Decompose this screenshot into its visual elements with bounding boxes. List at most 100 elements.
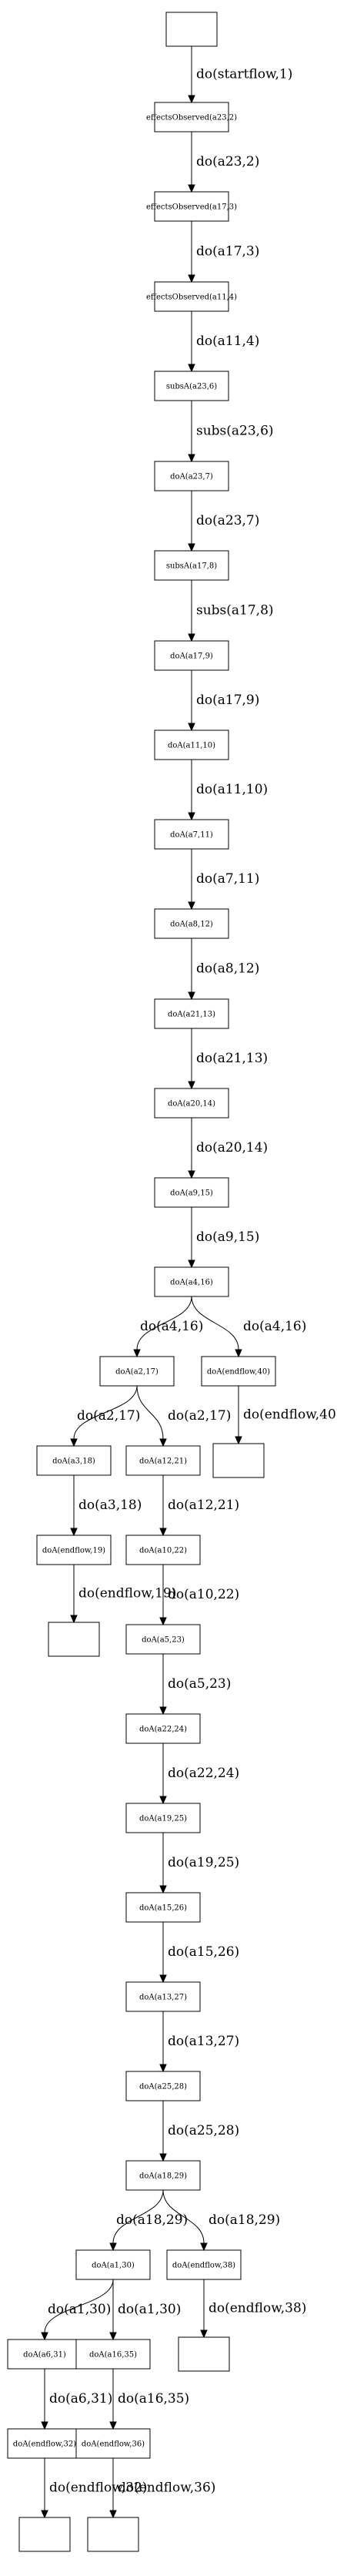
state-node: doA(endflow,38) [166, 2249, 242, 2280]
transition-edge: subs(a17,8) [188, 580, 274, 642]
edge-line [73, 1385, 138, 1440]
arrowhead [159, 2153, 167, 2162]
arrowhead [188, 543, 195, 552]
transition-edge: do(a23,7) [188, 491, 259, 552]
transition-edge: do(endflow,36) [109, 2458, 215, 2519]
node-label: doA(a18,29) [139, 2172, 187, 2181]
arrowhead [109, 2510, 117, 2519]
state-node: doA(a22,24) [125, 1713, 201, 1744]
arrowhead [188, 812, 195, 821]
node-box [75, 2249, 151, 2280]
terminal-node [165, 12, 218, 47]
transition-edge: do(a3,18) [70, 1475, 142, 1537]
state-node: effectsObserved(a11,4) [146, 281, 237, 312]
arrowhead [200, 2242, 208, 2252]
state-node: doA(a7,11) [154, 819, 229, 850]
state-node: doA(a23,7) [154, 461, 229, 491]
state-node: doA(a25,28) [125, 2071, 201, 2101]
transition-edge: do(a8,12) [188, 938, 259, 1001]
node-box [75, 2339, 151, 2370]
edge-label: do(endflow,40) [243, 1407, 337, 1423]
arrowhead [159, 1974, 167, 1984]
edge-label: do(a13,27) [168, 2034, 239, 2049]
edge-line [44, 2279, 114, 2333]
state-node: doA(a9,15) [154, 1177, 229, 1208]
edge-line [136, 1296, 192, 1350]
node-box [154, 191, 229, 222]
edges-layer: do(startflow,1)do(a23,2)do(a17,3)do(a11,… [41, 46, 337, 2519]
node-box [87, 2517, 139, 2552]
node-box [125, 1803, 201, 1833]
arrowhead [159, 1438, 167, 1447]
node-box [7, 2339, 82, 2370]
arrowhead [41, 2421, 48, 2430]
node-label: doA(a22,24) [139, 1726, 187, 1734]
state-node: doA(a18,29) [125, 2160, 201, 2191]
transition-edge: do(a12,21) [159, 1475, 239, 1537]
transition-edge: do(a13,27) [159, 2011, 239, 2073]
node-label: doA(a10,22) [139, 1547, 187, 1555]
edge-label: do(a10,22) [168, 1587, 239, 1602]
state-node: doA(a15,26) [125, 1892, 201, 1923]
edge-label: do(a1,30) [118, 2302, 181, 2317]
edge-line [191, 1296, 239, 1350]
node-label: doA(a12,21) [139, 1457, 187, 1466]
state-node: doA(a2,17) [99, 1356, 175, 1387]
state-node: doA(a3,18) [36, 1445, 112, 1476]
state-node: doA(a17,9) [154, 640, 229, 671]
nodes-layer: effectsObserved(a23,2)effectsObserved(a1… [7, 12, 276, 2552]
transition-edge: do(a7,11) [188, 849, 259, 911]
terminal-node [18, 2517, 71, 2552]
edge-line [136, 1385, 164, 1440]
node-box [125, 1981, 201, 2012]
node-box [18, 2517, 71, 2552]
terminal-node [212, 1443, 265, 1478]
arrowhead [41, 2332, 48, 2341]
node-label: doA(a21,13) [168, 1011, 215, 1019]
arrowhead [188, 633, 195, 642]
node-label: doA(a6,31) [23, 2351, 66, 2360]
state-node: doA(a5,23) [125, 1624, 201, 1655]
edge-line [162, 2189, 205, 2244]
edge-label: do(a8,12) [196, 961, 259, 977]
node-label: doA(a9,15) [170, 1189, 213, 1198]
state-node: doA(a10,22) [125, 1535, 201, 1565]
state-node: doA(a20,14) [154, 1088, 229, 1119]
transition-edge: do(a19,25) [159, 1833, 239, 1894]
arrowhead [235, 1349, 242, 1358]
node-label: doA(a1,30) [92, 2262, 135, 2270]
node-box [125, 1892, 201, 1923]
node-box [154, 819, 229, 850]
node-box [7, 2428, 82, 2459]
node-label: doA(a8,12) [170, 921, 213, 929]
arrowhead [188, 901, 195, 911]
arrowhead [70, 1615, 78, 1624]
transition-edge: do(a25,28) [159, 2101, 239, 2162]
arrowhead [159, 1706, 167, 1716]
transition-edge: do(endflow,38) [200, 2279, 306, 2339]
node-label: doA(endflow,38) [172, 2262, 235, 2270]
node-box [125, 1445, 201, 1476]
node-label: effectsObserved(a11,4) [146, 293, 237, 302]
edge-line [112, 2189, 164, 2244]
node-box [36, 1445, 112, 1476]
node-box [154, 1266, 229, 1297]
edge-label: do(startflow,1) [196, 67, 292, 82]
node-box [154, 1088, 229, 1119]
state-node: doA(endflow,19) [36, 1535, 112, 1565]
node-box [154, 102, 229, 132]
node-box [99, 1356, 175, 1387]
arrowhead [109, 2332, 117, 2341]
node-box [48, 1622, 100, 1657]
node-label: doA(endflow,19) [42, 1547, 105, 1555]
node-label: doA(endflow,36) [82, 2440, 145, 2449]
state-node: subsA(a23,6) [154, 371, 229, 401]
edge-label: do(a17,9) [196, 693, 259, 708]
node-label: doA(a3,18) [52, 1457, 95, 1466]
edge-label: subs(a17,8) [196, 603, 274, 619]
edge-label: subs(a23,6) [196, 424, 274, 439]
state-node: doA(a6,31) [7, 2339, 82, 2370]
node-label: doA(a20,14) [168, 1100, 215, 1109]
node-label: doA(a13,27) [139, 1994, 187, 2002]
edge-label: do(endflow,38) [209, 2301, 306, 2316]
